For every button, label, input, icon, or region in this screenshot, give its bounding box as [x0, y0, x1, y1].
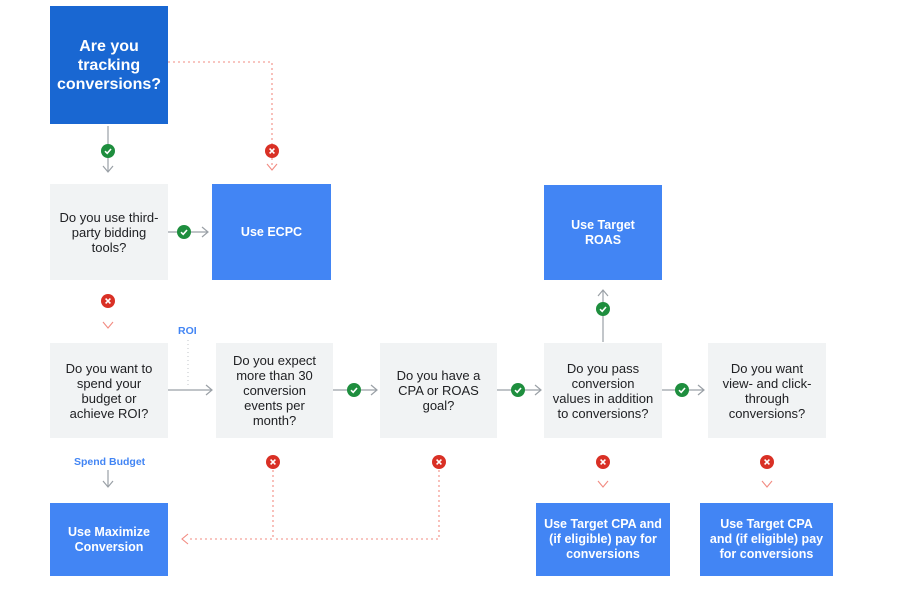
check-circle-icon — [347, 383, 361, 397]
outcome-text: Use ECPC — [240, 224, 303, 239]
outcome-text: Use Target CPA and (if eligible) pay for… — [544, 517, 662, 561]
arrowhead — [201, 226, 209, 238]
edge-label-roi: ROI — [178, 325, 197, 337]
question-spend-or-roi: Do you want to spend your budget or achi… — [50, 343, 168, 438]
x-circle-icon — [432, 455, 446, 469]
question-text: Do you have a CPA or ROAS goal? — [396, 368, 481, 413]
x-circle-icon — [596, 455, 610, 469]
check-circle-icon — [101, 144, 115, 158]
x-circle-icon — [266, 455, 280, 469]
outcome-text: Use Maximize Conversion — [68, 524, 150, 554]
question-text: Do you want view- and click-through conv… — [722, 360, 812, 421]
arrowhead — [597, 480, 609, 488]
outcome-text: Use Target CPA and (if eligible) pay for… — [709, 517, 824, 561]
question-pass-conversion-values: Do you pass conversion values in additio… — [544, 343, 662, 438]
question-cpa-roas-goal: Do you have a CPA or ROAS goal? — [380, 343, 497, 438]
arrowhead — [266, 163, 278, 171]
outcome-use-target-cpa-2: Use Target CPA and (if eligible) pay for… — [700, 503, 833, 576]
outcome-use-target-cpa-1: Use Target CPA and (if eligible) pay for… — [536, 503, 670, 576]
edge-label-spend-budget: Spend Budget — [74, 456, 146, 468]
question-text: Do you expect more than 30 conversion ev… — [232, 353, 317, 428]
check-circle-icon — [511, 383, 525, 397]
outcome-use-maximize-conversion: Use Maximize Conversion — [50, 503, 168, 576]
arrowhead — [102, 165, 114, 173]
arrowhead — [181, 533, 189, 545]
no-path-to-maximize — [190, 470, 274, 540]
question-expect-30-conversions: Do you expect more than 30 conversion ev… — [216, 343, 333, 438]
arrowhead — [534, 384, 542, 396]
outcome-use-ecpc: Use ECPC — [212, 184, 331, 280]
question-third-party-tools: Do you use third-party bidding tools? — [50, 184, 168, 280]
check-circle-icon — [596, 302, 610, 316]
no-path-start-to-ecpc — [168, 61, 273, 168]
no-path-goal-to-maximize — [273, 470, 440, 540]
start-node-text: Are you tracking conversions? — [56, 37, 162, 93]
arrowhead — [697, 384, 705, 396]
arrowhead — [102, 321, 114, 329]
arrowhead — [205, 384, 213, 396]
question-text: Do you use third-party bidding tools? — [59, 209, 159, 255]
outcome-text: Use Target ROAS — [571, 217, 635, 247]
x-circle-icon — [760, 455, 774, 469]
arrowhead — [597, 289, 609, 297]
x-circle-icon — [101, 294, 115, 308]
check-circle-icon — [177, 225, 191, 239]
x-circle-icon — [265, 144, 279, 158]
question-view-click-through: Do you want view- and click-through conv… — [708, 343, 826, 438]
arrowhead — [761, 480, 773, 488]
arrowhead — [370, 384, 378, 396]
outcome-use-target-roas: Use Target ROAS — [544, 185, 662, 280]
check-circle-icon — [675, 383, 689, 397]
question-text: Do you want to spend your budget or achi… — [65, 360, 153, 421]
arrowhead — [102, 480, 114, 488]
question-text: Do you pass conversion values in additio… — [552, 360, 654, 421]
start-node-tracking-conversions: Are you tracking conversions? — [50, 6, 168, 124]
